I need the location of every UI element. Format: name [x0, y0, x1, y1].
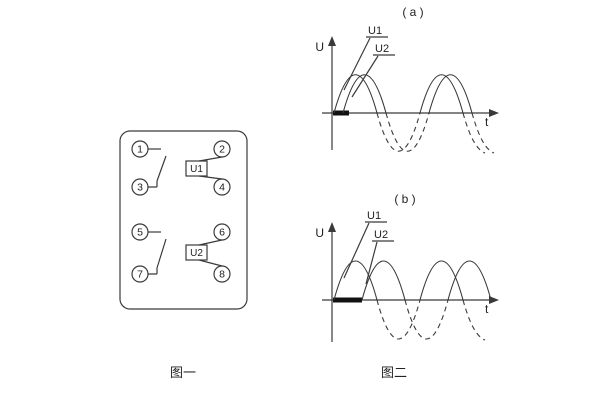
relay-outline-box: [119, 130, 248, 310]
plot-b: ( b ) U t U1 U2: [315, 192, 499, 342]
coil-u2-lead-top: [198, 239, 223, 246]
coil-u2-box: [185, 244, 208, 261]
terminal-5-label: 5: [137, 227, 143, 239]
contact-bottom-blade: [156, 238, 167, 269]
terminal-3-label: 3: [137, 182, 143, 194]
plot-b-u2-label: U2: [374, 229, 388, 241]
figure-one: 1 2 3 4 5 6 7: [119, 130, 248, 380]
contact-bottom-hook-line: [148, 268, 158, 275]
plot-b-u2-leader-line: [365, 241, 378, 285]
figure-one-caption: 图一: [170, 365, 196, 380]
terminal-4-label: 4: [219, 182, 225, 194]
plot-b-y-axis-arrow-icon: [328, 222, 336, 232]
terminal-8: 8: [213, 265, 231, 283]
plot-a-u2-annotation: U2: [351, 43, 395, 98]
terminal-4: 4: [213, 178, 231, 196]
plot-a-y-label: U: [315, 40, 324, 54]
relay-coil-u2: U2: [185, 239, 223, 267]
contact-switch-top: [148, 148, 167, 188]
coil-u1-label: U1: [190, 164, 203, 175]
terminal-6-label: 6: [219, 227, 225, 239]
coil-u1-box: [185, 160, 208, 177]
plot-b-u1-leader-line: [343, 222, 370, 279]
terminal-8-label: 8: [219, 269, 225, 281]
figure-two: ( a ) U t U1 U2: [315, 5, 499, 380]
contact-top-hook-line: [148, 181, 158, 188]
coil-u2-lead-bottom: [198, 259, 223, 267]
plot-b-u2-curve-solid: [361, 260, 492, 301]
plot-a-x-label: t: [485, 115, 489, 129]
terminal-1: 1: [131, 140, 149, 158]
plot-b-x-label: t: [485, 302, 489, 316]
terminal-3: 3: [131, 178, 149, 196]
plot-b-x-axis-arrow-icon: [489, 296, 499, 304]
coil-u1-lead-bottom: [198, 175, 223, 180]
plot-a-u1-leader-line: [343, 37, 371, 91]
plot-a-y-axis-arrow-icon: [328, 36, 336, 46]
coil-u1-lead-top: [198, 156, 223, 162]
plot-a-u2-label: U2: [375, 43, 389, 55]
terminal-7-label: 7: [137, 269, 143, 281]
plot-a-u2-curve-dashed: [385, 112, 495, 154]
terminal-2-label: 2: [219, 144, 225, 156]
figure-two-caption: 图二: [381, 365, 407, 380]
plot-a-title: ( a ): [402, 5, 423, 19]
plot-a-x-axis-arrow-icon: [489, 109, 499, 117]
contact-switch-bottom: [148, 231, 167, 275]
plot-b-y-label: U: [315, 226, 324, 240]
terminal-2: 2: [213, 140, 231, 158]
plot-a-u1-curve-dashed: [376, 112, 486, 154]
plot-b-u1-annotation: U1: [343, 210, 387, 279]
plot-a-u2-leader-line: [351, 55, 379, 98]
plot-b-u1-label: U1: [367, 210, 381, 222]
contact-top-blade: [156, 155, 167, 182]
plot-a-u1-annotation: U1: [343, 25, 388, 91]
plot-b-u2-annotation: U2: [365, 229, 394, 285]
relay-coil-u1: U1: [185, 156, 223, 180]
plot-b-title: ( b ): [394, 192, 415, 206]
plot-a-u2-curve-solid: [342, 74, 473, 114]
coil-u2-label: U2: [190, 248, 203, 259]
plot-b-u1-curve-solid: [333, 260, 464, 301]
plot-b-u1-curve-dashed: [376, 299, 486, 341]
plot-a-u1-curve-solid: [333, 74, 464, 114]
terminal-6: 6: [213, 223, 231, 241]
plot-b-u2-curve-dashed: [404, 299, 449, 340]
plot-a-phase-shift-bar: [333, 110, 349, 116]
terminal-5: 5: [131, 223, 149, 241]
plot-a: ( a ) U t U1 U2: [315, 5, 499, 154]
terminal-7: 7: [131, 265, 149, 283]
plot-b-phase-shift-bar: [333, 297, 362, 303]
terminal-1-label: 1: [137, 144, 143, 156]
plot-a-u1-label: U1: [368, 25, 382, 37]
